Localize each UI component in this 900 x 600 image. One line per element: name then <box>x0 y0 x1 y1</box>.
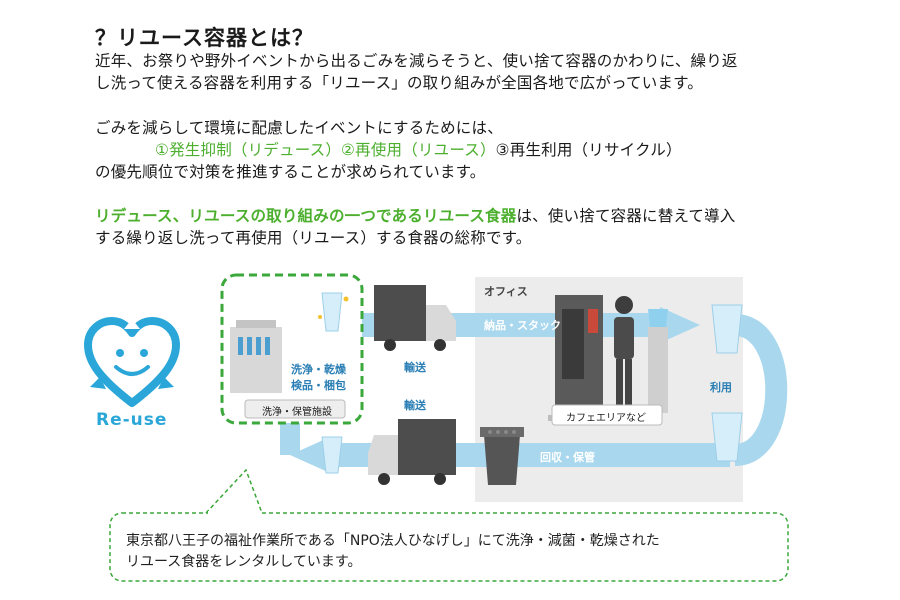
callout-line-1: 東京都八王子の福祉作業所である「NPO法人ひなげし」にて洗浄・減菌・乾燥された <box>126 533 660 549</box>
collect-store-label: 回収・保管 <box>540 451 595 464</box>
person-icon <box>615 296 633 314</box>
flow-curve-right <box>733 314 788 466</box>
callout-text: 東京都八王子の福祉作業所である「NPO法人ひなげし」にて洗浄・減菌・乾燥された … <box>126 531 660 573</box>
definition-line-2: する繰り返し洗って再使用（リユース）する食器の総称です。 <box>95 229 532 247</box>
facility-label: 洗浄・保管施設 <box>262 407 332 418</box>
priority-reduce-reuse: ①発生抑制（リデュース）②再使用（リユース） <box>155 141 496 159</box>
definition-highlight: リデュース、リユースの取り組みの一つであるリユース食器 <box>95 207 517 225</box>
inspect-pack-label: 検品・梱包 <box>291 379 346 392</box>
definition-paragraph: リデュース、リユースの取り組みの一つであるリユース食器は、使い捨て容器に替えて導… <box>95 205 735 249</box>
intro-paragraph: 近年、お祭りや野外イベントから出るごみを減らそうと、使い捨て容器のかわりに、繰り… <box>95 50 738 94</box>
intro-line-1: 近年、お祭りや野外イベントから出るごみを減らそうと、使い捨て容器のかわりに、繰り… <box>95 52 738 70</box>
collection-bin-icon <box>484 435 520 485</box>
callout-box <box>109 512 789 582</box>
building-icon <box>230 327 282 393</box>
intro-line-2: し洗って使える容器を利用する「リユース」の取り組みが全国各地で広がっています。 <box>95 74 703 92</box>
wash-dry-label: 洗浄・乾燥 <box>291 363 346 376</box>
priority-line-2: ①発生抑制（リデュース）②再使用（リユース）③再生利用（リサイクル） <box>95 139 682 161</box>
priority-line-1: ごみを減らして環境に配慮したイベントにするためには、 <box>95 119 503 137</box>
cafe-area-label: カフェエリアなど <box>566 413 646 424</box>
water-server-icon <box>648 327 668 413</box>
callout-line-2: リユース食器をレンタルしています。 <box>126 554 362 570</box>
truck-bottom-icon <box>368 435 398 475</box>
reuse-flow-diagram: 洗浄・乾燥 検品・梱包 洗浄・保管施設 輸送 輸送 オフィス 納品・スタック カ… <box>0 265 900 600</box>
reuse-logo-text: Re-use <box>96 410 168 430</box>
definition-rest: は、使い捨て容器に替えて導入 <box>516 207 736 225</box>
definition-line-1: リデュース、リユースの取り組みの一つであるリユース食器は、使い捨て容器に替えて導… <box>95 205 735 227</box>
priority-recycle: ③再生利用（リサイクル） <box>495 141 682 159</box>
cup-return-icon <box>321 436 343 474</box>
page-title: ？リユース容器とは？ <box>95 26 314 50</box>
reuse-heart-logo-icon <box>84 317 180 407</box>
flow-diagram-graphic <box>109 273 789 582</box>
priority-paragraph: ごみを減らして環境に配慮したイベントにするためには、 ①発生抑制（リデュース）②… <box>95 117 682 183</box>
delivery-stack-label: 納品・スタック <box>484 319 561 332</box>
cup-right-bottom-icon <box>711 412 743 462</box>
cup-icon <box>321 292 343 332</box>
priority-line-3: の優先順位で対策を推進することが求められています。 <box>95 163 486 181</box>
callout-pointer <box>205 468 263 514</box>
transport-bottom-label: 輸送 <box>404 399 426 412</box>
office-label: オフィス <box>484 285 528 298</box>
cup-right-top-icon <box>711 304 743 354</box>
use-label: 利用 <box>710 381 732 394</box>
transport-top-label: 輸送 <box>404 361 426 374</box>
truck-top-icon <box>374 285 426 341</box>
